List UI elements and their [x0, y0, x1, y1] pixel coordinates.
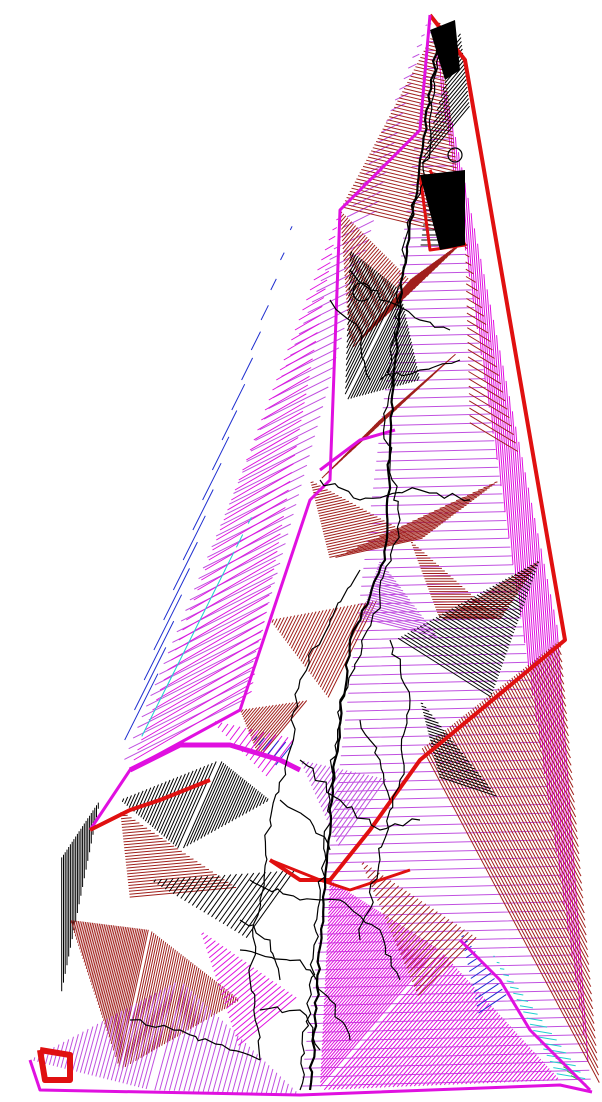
magenta-contours: [133, 218, 339, 761]
road-line: [299, 29, 443, 1091]
violet-contours: [154, 983, 297, 1095]
dark-red-contours: [310, 481, 417, 558]
dark-red-contours: [464, 246, 519, 452]
road-line: [359, 719, 391, 801]
magenta-contours: [323, 951, 559, 1091]
violet-contours: [360, 561, 438, 638]
red-contours: [269, 858, 411, 892]
road-line: [239, 919, 281, 981]
black-contours: [430, 20, 460, 80]
road-line: [358, 639, 411, 941]
dark-red-contours: [411, 542, 498, 618]
road-line: [248, 569, 361, 1061]
blue-contours: [124, 226, 293, 741]
dark-red-contours: [70, 920, 149, 1067]
magenta-contours: [201, 932, 297, 1046]
magenta-contours: [458, 938, 592, 1092]
magenta-contours: [28, 1059, 593, 1097]
road-line: [319, 479, 471, 502]
dark-red-contours: [361, 862, 477, 996]
road-line: [349, 269, 451, 331]
road-network-layer: [129, 29, 471, 1091]
red-contours: [89, 778, 211, 832]
blue-contours: [253, 736, 294, 766]
main-ridge-line: [308, 29, 442, 1091]
road-line: [239, 949, 351, 1041]
loop-feature: [447, 147, 463, 163]
black-contours: [420, 170, 465, 250]
black-contours: [183, 761, 269, 849]
road-line: [249, 879, 401, 981]
cyan-contours: [141, 517, 252, 737]
loop-feature: [352, 282, 372, 302]
boundary-layer: [28, 13, 593, 1097]
red-contours: [37, 1047, 73, 1083]
contour-layers: [33, 22, 600, 1095]
dark-red-contours: [271, 600, 377, 698]
road-line: [299, 759, 421, 831]
road-line: [279, 799, 331, 851]
dark-red-contours: [240, 700, 308, 758]
road-line: [129, 1019, 261, 1061]
red-contours: [268, 13, 567, 882]
black-contours: [397, 561, 540, 698]
road-line: [329, 299, 371, 381]
dark-red-contours: [335, 481, 498, 558]
